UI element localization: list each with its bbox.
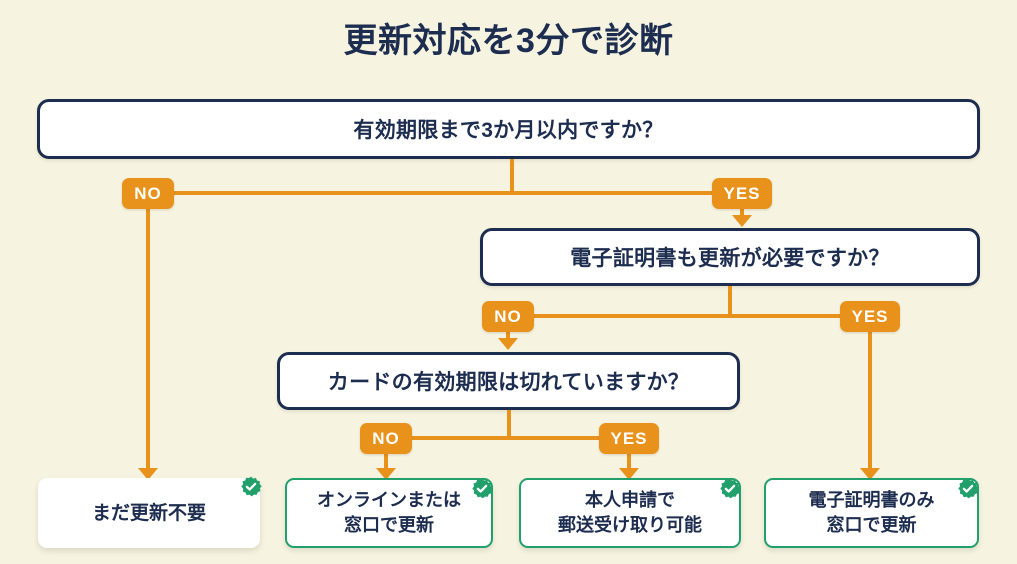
connector-q2-yes-drop [868, 328, 872, 471]
result-box-4: 電子証明書のみ 窓口で更新 [764, 478, 979, 548]
result-3-line-2: 郵送受け取り可能 [558, 515, 702, 535]
check-circle-icon [719, 478, 741, 500]
result-box-3: 本人申請で 郵送受け取り可能 [519, 478, 741, 548]
result-3-text: 本人申請で 郵送受け取り可能 [558, 488, 702, 538]
result-2-text: オンラインまたは 窓口で更新 [317, 488, 461, 538]
connector-q2-stem [728, 286, 732, 316]
connector-q2-no-drop [506, 328, 510, 340]
result-2-line-2: 窓口で更新 [344, 515, 434, 535]
connector-q3-stem [507, 410, 511, 438]
result-4-text: 電子証明書のみ 窓口で更新 [809, 488, 935, 538]
badge-q2-no-label: NO [494, 306, 522, 326]
question-box-3: カードの有効期限は切れていますか？ [277, 352, 740, 410]
result-4-line-1: 電子証明書のみ [808, 490, 935, 510]
badge-q3-no-label: NO [372, 428, 400, 448]
connector-q1-stem [510, 159, 514, 195]
question-box-2: 電子証明書も更新が必要ですか？ [480, 228, 980, 286]
arrowhead-to-result-2 [376, 468, 396, 480]
badge-q3-yes-label: YES [610, 428, 648, 448]
arrowhead-to-result-1 [138, 468, 158, 480]
check-circle-icon [957, 478, 979, 500]
check-circle-icon [471, 478, 493, 500]
question-box-1: 有効期限まで3か月以内ですか？ [37, 99, 980, 159]
result-box-2: オンラインまたは 窓口で更新 [285, 478, 493, 548]
arrowhead-to-question-2 [732, 215, 752, 227]
arrowhead-to-question-3 [498, 338, 518, 350]
question-1-text: 有効期限まで3か月以内ですか？ [353, 119, 664, 142]
badge-q3-yes: YES [599, 423, 659, 454]
badge-q2-no: NO [482, 301, 534, 332]
result-3-line-1: 本人申請で [585, 490, 675, 510]
badge-q1-no-label: NO [134, 183, 162, 203]
badge-q3-no: NO [360, 423, 412, 454]
connector-q3-yes-drop [627, 450, 631, 470]
result-box-1: まだ更新不要 [38, 476, 262, 548]
badge-q1-yes-label: YES [723, 183, 761, 203]
question-3-text: カードの有効期限は切れていますか？ [327, 371, 690, 394]
badge-q1-yes: YES [712, 178, 772, 209]
badge-q2-yes-label: YES [851, 306, 889, 326]
arrowhead-to-result-3 [619, 468, 639, 480]
badge-q2-yes: YES [840, 301, 900, 332]
connector-q3-no-drop [384, 450, 388, 470]
question-2-text: 電子証明書も更新が必要ですか？ [570, 247, 890, 270]
connector-q2-branch-bar [508, 314, 871, 318]
check-circle-icon [240, 476, 262, 498]
connector-q1-branch-bar [148, 191, 744, 195]
result-1-text: まだ更新不要 [91, 502, 206, 524]
result-2-line-1: オンラインまたは [317, 490, 461, 510]
connector-q1-no-drop [146, 205, 150, 471]
arrowhead-to-result-4 [860, 468, 880, 480]
connector-q1-yes-drop [740, 205, 744, 217]
result-4-line-2: 窓口で更新 [826, 515, 917, 535]
connector-q3-branch-bar [388, 436, 630, 440]
badge-q1-no: NO [122, 178, 174, 209]
page-title: 更新対応を3分で診断 [343, 22, 674, 60]
